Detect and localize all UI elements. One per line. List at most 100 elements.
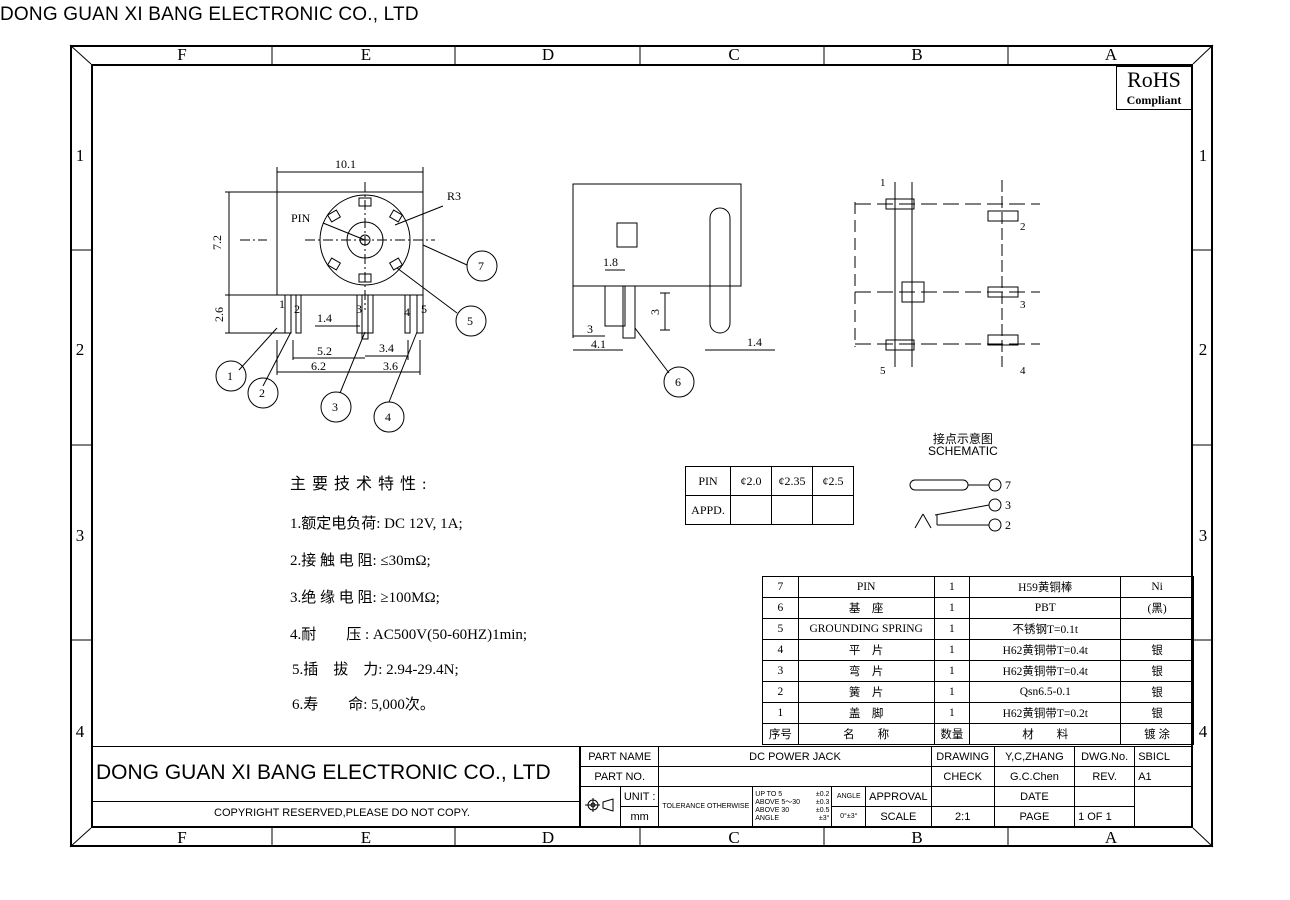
- dim-7-2: 7.2: [210, 235, 224, 250]
- pin-table-cell: [771, 495, 813, 525]
- spec-line-1: 1.额定电负荷: DC 12V, 1A;: [290, 516, 463, 532]
- pin-table-row: PIN ¢2.0 ¢2.35 ¢2.5: [685, 466, 854, 496]
- projection-symbol-icon: [580, 786, 621, 827]
- angle-value: 0°±3°: [831, 806, 867, 827]
- bom-cell: Qsn6.5-0.1: [969, 681, 1122, 703]
- bom-cell: PBT: [969, 597, 1122, 619]
- footprint-pin-4: 4: [1020, 365, 1026, 377]
- bom-cell: 1: [933, 639, 971, 661]
- tol-5-30: ABOVE 5～30: [755, 798, 801, 806]
- tol-above30: ABOVE 30: [755, 806, 790, 814]
- bom-cell: 银: [1120, 660, 1194, 682]
- balloon-7: 7: [478, 259, 484, 273]
- pin-number-1: 1: [279, 297, 285, 311]
- drawing-frame-outer: [70, 45, 1213, 847]
- bom-cell: 7: [762, 576, 799, 598]
- dim-2-6: 2.6: [212, 307, 226, 322]
- dim-5-2: 5.2: [317, 344, 332, 358]
- pin-number-4: 4: [404, 305, 410, 319]
- table-row: 7 PIN 1 H59黄铜棒 Ni: [762, 576, 1194, 598]
- tol-up5: UP TO 5: [755, 790, 783, 798]
- check-value: G.C.Chen: [993, 766, 1076, 787]
- schematic-title: 接点示意图 SCHEMATIC: [928, 433, 998, 457]
- bom-header-cell: 序号: [762, 723, 799, 745]
- bom-cell: 弯 片: [797, 660, 935, 682]
- table-row: PART NO. CHECK G.C.Chen REV. A1: [579, 766, 1193, 787]
- bom-cell: Ni: [1120, 576, 1194, 598]
- bom-cell: 3: [762, 660, 799, 682]
- pin-table-cell: [730, 495, 772, 525]
- label-r3: R3: [447, 189, 461, 203]
- zone-row-left-1: 1: [75, 146, 85, 165]
- bom-cell: 1: [933, 597, 971, 619]
- pin-size-table: PIN ¢2.0 ¢2.35 ¢2.5 APPD.: [685, 466, 854, 525]
- table-row: 6 基 座 1 PBT (黑): [762, 597, 1194, 619]
- schematic-label-7: 7: [1005, 478, 1011, 492]
- pin-table-cell: PIN: [685, 466, 731, 496]
- title-block-divider: [91, 801, 579, 802]
- schematic-title-cn: 接点示意图: [932, 432, 993, 446]
- balloon-3: 3: [332, 400, 338, 414]
- approval-value: [930, 786, 995, 807]
- bom-cell: 不锈钢T=0.1t: [969, 618, 1122, 640]
- bom-cell: 银: [1120, 639, 1194, 661]
- drawing-frame-inner: [91, 64, 1193, 828]
- copyright-notice: COPYRIGHT RESERVED,PLEASE DO NOT COPY.: [214, 807, 470, 819]
- bom-header-cell: 数量: [933, 723, 971, 745]
- bom-cell: 5: [762, 618, 799, 640]
- spec-line-3: 3.绝 缘 电 阻: ≥100MΩ;: [290, 590, 440, 606]
- pin-number-5: 5: [421, 302, 427, 316]
- bom-cell: 平 片: [797, 639, 935, 661]
- zone-row-right-4: 4: [1198, 722, 1208, 741]
- dim-3-bottom: 3: [587, 322, 593, 336]
- bom-cell: 1: [933, 576, 971, 598]
- date-label: DATE: [993, 786, 1076, 807]
- schematic-diagram: 7 3 2: [909, 478, 1011, 532]
- bom-cell: [1120, 618, 1194, 640]
- table-row: mm 0°±3° SCALE 2:1 PAGE 1 OF 1: [581, 806, 1193, 827]
- bom-cell: 1: [933, 702, 971, 724]
- pin-number-3: 3: [356, 302, 362, 316]
- rohs-badge: RoHS Compliant: [1116, 66, 1192, 110]
- bom-cell: 2: [762, 681, 799, 703]
- zone-col-top-a: A: [1104, 45, 1118, 64]
- bom-cell: 1: [933, 660, 971, 682]
- company-heading: DONG GUAN XI BANG ELECTRONIC CO., LTD: [0, 4, 419, 25]
- front-view-drawing: 10.1 7.2 2.6 R3 PIN 1.4 5.2 6.2 3.4 3.6 …: [210, 157, 498, 433]
- bom-cell: PIN: [797, 576, 935, 598]
- zone-col-bottom-c: C: [728, 828, 740, 847]
- dim-4-1: 4.1: [591, 337, 606, 351]
- title-block-table: PART NAME DC POWER JACK DRAWING Y,C,ZHAN…: [579, 746, 1193, 827]
- bom-cell: 盖 脚: [797, 702, 935, 724]
- pin-table-cell: ¢2.0: [730, 466, 772, 496]
- zone-col-top-e: E: [360, 45, 372, 64]
- dim-10-1: 10.1: [335, 157, 356, 171]
- zone-col-bottom-e: E: [360, 828, 372, 847]
- tol-angle: ANGLE: [755, 814, 779, 822]
- zone-col-bottom-d: D: [541, 828, 555, 847]
- dim-3-4: 3.4: [379, 341, 394, 355]
- scale-label: SCALE: [865, 806, 932, 827]
- spec-heading: 主要技术特性:: [290, 476, 433, 493]
- balloon-6: 6: [675, 375, 681, 389]
- approval-label: APPROVAL: [865, 786, 932, 807]
- bom-cell: H62黄铜带T=0.4t: [969, 660, 1122, 682]
- unit-label: UNIT :: [619, 786, 660, 807]
- tol-above30-val: ±0.5: [815, 806, 830, 814]
- bom-cell: 1: [933, 681, 971, 703]
- drawing-label: DRAWING: [930, 746, 995, 767]
- bom-cell: 银: [1120, 681, 1194, 703]
- rev-label: REV.: [1074, 766, 1136, 787]
- zone-col-top-d: D: [541, 45, 555, 64]
- table-row: 3 弯 片 1 H62黄铜带T=0.4t 银: [762, 660, 1194, 682]
- table-row: 1 盖 脚 1 H62黄铜带T=0.2t 银: [762, 702, 1194, 724]
- zone-row-right-1: 1: [1198, 146, 1208, 165]
- tol-up5-val: ±0.2: [815, 790, 830, 798]
- bill-of-materials: 7 PIN 1 H59黄铜棒 Ni 6 基 座 1 PBT (黑) 5 GROU…: [762, 576, 1194, 745]
- dim-1-4-side: 1.4: [747, 335, 762, 349]
- zone-col-top-c: C: [728, 45, 740, 64]
- drawing-value: Y,C,ZHANG: [993, 746, 1076, 767]
- footprint-pin-2: 2: [1020, 221, 1026, 233]
- tol-angle-val: ±3°: [818, 814, 830, 822]
- zone-row-right-2: 2: [1198, 340, 1208, 359]
